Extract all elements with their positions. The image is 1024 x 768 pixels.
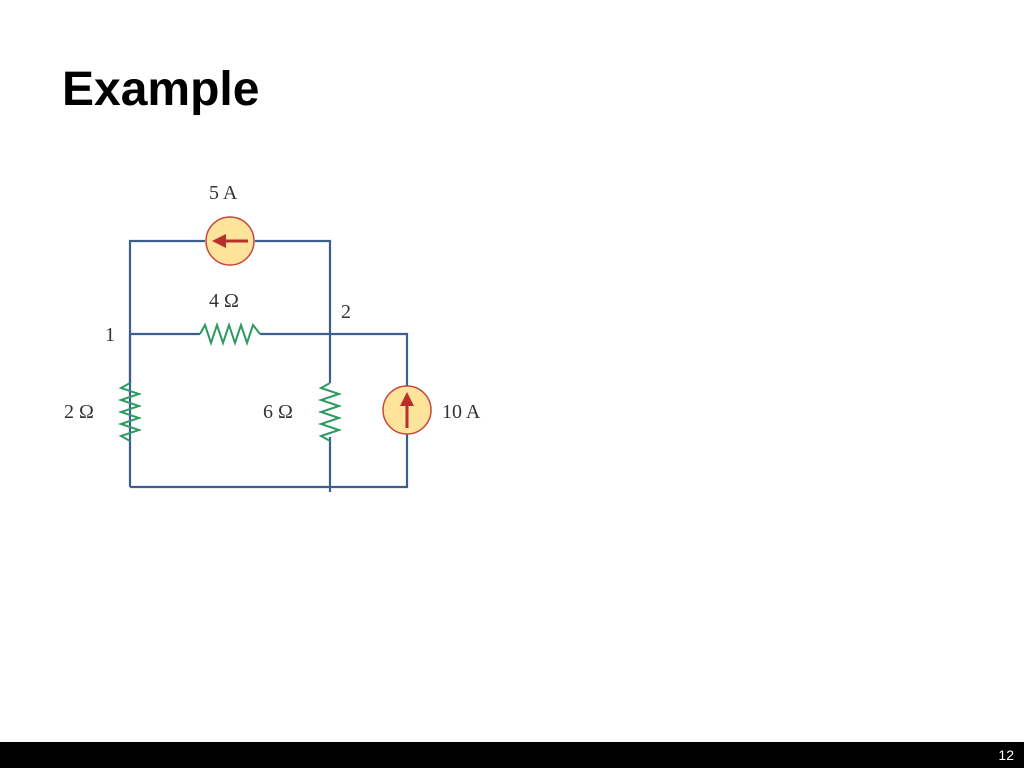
label-5a: 5 A: [209, 182, 238, 204]
arrowhead-left-icon: [212, 234, 226, 248]
footer-bar: 12: [0, 742, 1024, 768]
wire-4ohm-to-right: [260, 332, 409, 386]
resistor-4ohm: [199, 321, 261, 347]
label-node2: 2: [341, 301, 351, 323]
current-source-10a: [382, 385, 432, 435]
wire-10a-bottom: [130, 434, 409, 489]
label-node1: 1: [105, 324, 115, 346]
resistor-6ohm: [317, 382, 343, 442]
label-2ohm: 2 Ω: [64, 401, 94, 423]
label-4ohm: 4 Ω: [209, 290, 239, 312]
slide-title: Example: [62, 63, 260, 116]
current-source-5a: [205, 216, 255, 266]
wire-top-left: [128, 239, 205, 487]
resistor-2ohm: [117, 382, 143, 442]
label-10a: 10 A: [442, 401, 481, 423]
wire-top-right: [255, 239, 332, 383]
arrowhead-up-icon: [400, 392, 414, 406]
label-6ohm: 6 Ω: [263, 401, 293, 423]
circuit-diagram: 5 A 4 Ω 1 2 2 Ω 6 Ω 10 A: [64, 182, 481, 492]
wires: [128, 239, 409, 492]
page-number: 12: [998, 747, 1014, 763]
